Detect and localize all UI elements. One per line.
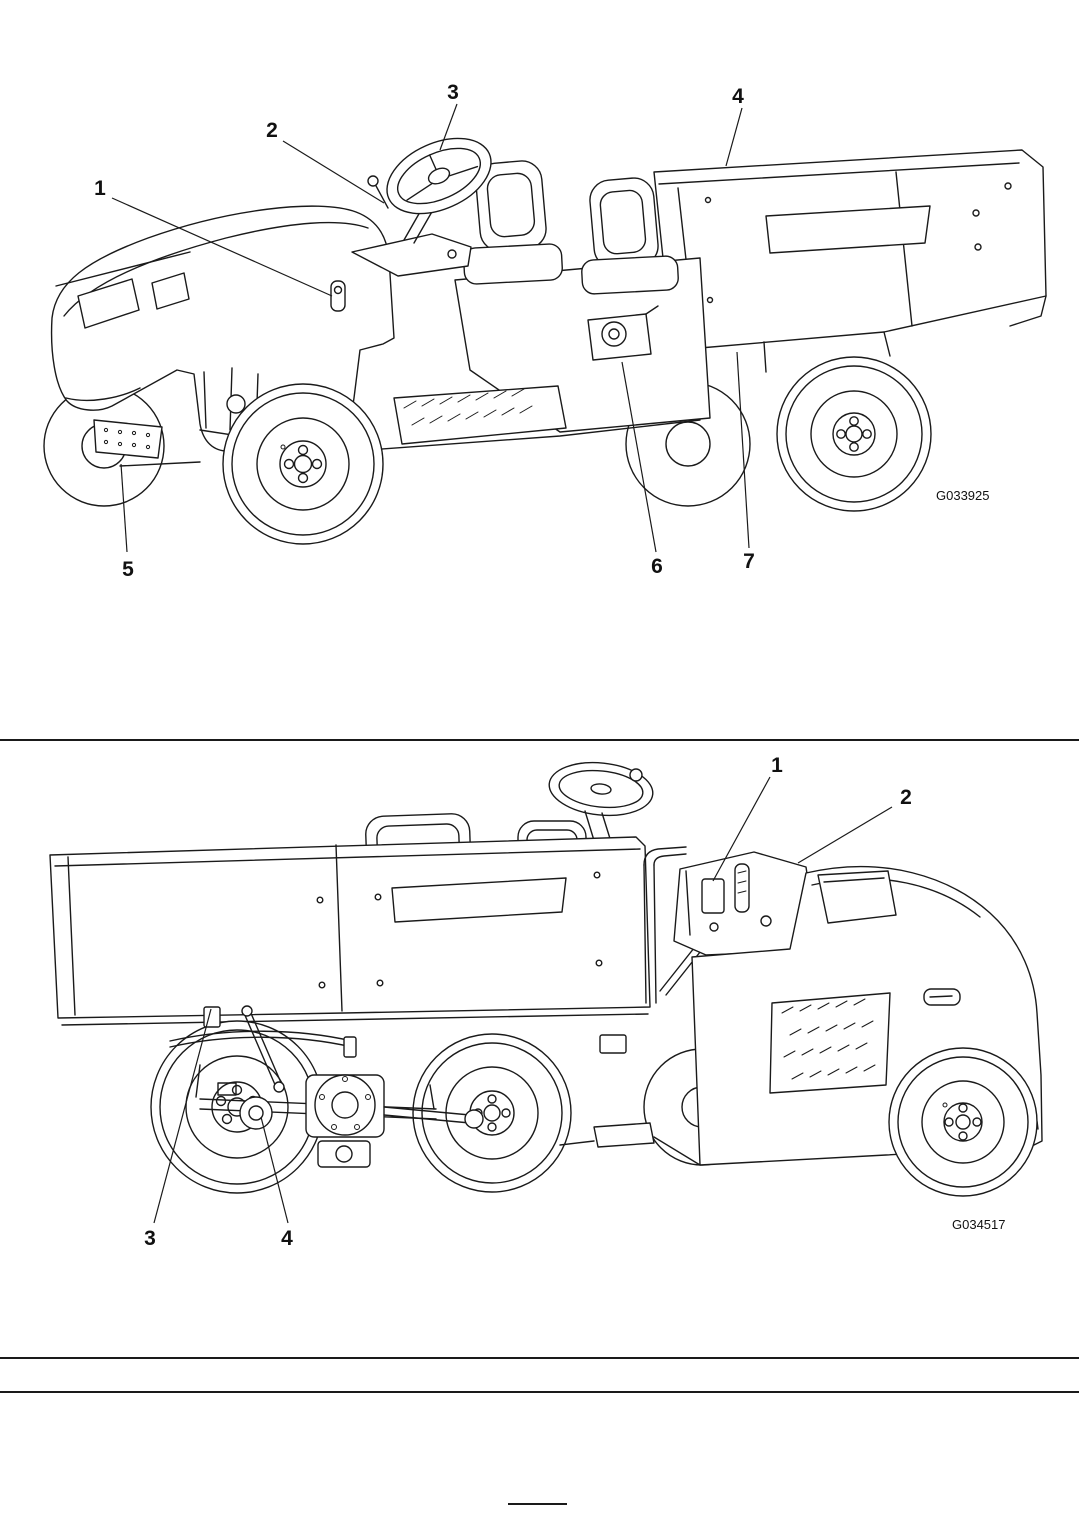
control-lever (374, 183, 389, 209)
steering-wheel (386, 137, 492, 215)
figure-front-left-vehicle: 1 2 3 4 5 6 7 G033925 (43, 81, 1047, 581)
callout-4-label: 4 (281, 1227, 293, 1250)
dash-gauge (701, 878, 725, 914)
callout-2-label: 2 (900, 786, 912, 809)
leader-line-7 (736, 351, 750, 549)
rear-wheel (150, 1020, 324, 1194)
callout-1-label: 1 (94, 177, 106, 200)
diamond-plate-panel (769, 992, 891, 1094)
dash-control-panel (734, 863, 750, 913)
headlight-right (151, 272, 190, 310)
gearbox (317, 1140, 371, 1168)
passenger-seat (463, 160, 563, 285)
leader-line-4 (725, 107, 743, 167)
leader-line-6 (621, 361, 657, 553)
cargo-bed (653, 149, 1047, 373)
callout-3-label: 3 (144, 1227, 156, 1250)
figure-code: G033925 (936, 488, 990, 503)
headlight-left (77, 278, 140, 329)
steering-knob (629, 768, 643, 782)
rear-wheel (776, 356, 932, 512)
callout-3-label: 3 (447, 81, 459, 104)
leaf-spring (169, 1030, 353, 1048)
cargo-bed (49, 836, 651, 1054)
section-divider-bottom-2 (0, 1391, 1079, 1393)
hood-side-vent (817, 870, 897, 924)
body-side-panel (393, 257, 711, 445)
callout-1-label: 1 (771, 754, 783, 777)
front-skid-plate (93, 419, 163, 459)
callout-6-label: 6 (651, 555, 663, 578)
brake-drum (239, 1096, 273, 1130)
callout-labels: 1 2 3 4 G034517 (144, 754, 1005, 1250)
leader-line-4 (260, 1116, 289, 1224)
cup-holder (587, 305, 659, 361)
hood-latch (330, 280, 346, 312)
steering-wheel (548, 761, 654, 848)
dash-and-steering (351, 137, 492, 277)
floor-plate (393, 385, 567, 445)
bed-bracket (599, 1034, 627, 1054)
leader-lines (153, 776, 893, 1224)
front-wheel (222, 383, 384, 545)
callout-2-label: 2 (266, 119, 278, 142)
front-wheel (888, 1047, 1038, 1197)
leader-line-3 (153, 1008, 212, 1224)
figure-rear-left-vehicle: 1 2 3 4 G034517 (49, 754, 1043, 1250)
leader-line-1 (712, 776, 771, 882)
bed-side-slot (765, 205, 931, 254)
driveshaft (383, 1106, 471, 1124)
dash-cowl (351, 233, 472, 277)
step-plate (593, 1122, 655, 1148)
leader-line-2 (282, 140, 385, 204)
callout-7-label: 7 (743, 550, 755, 573)
callout-4-label: 4 (732, 85, 744, 108)
rear-axle-assembly (169, 1005, 484, 1168)
callout-5-label: 5 (122, 558, 134, 581)
bed-side-slot (391, 877, 567, 923)
leader-line-5 (120, 463, 128, 553)
section-divider-top (0, 739, 1079, 741)
shock-absorber (243, 1010, 283, 1088)
section-divider-bottom-1 (0, 1357, 1079, 1359)
callout-labels: 1 2 3 4 5 6 7 G033925 (94, 81, 989, 581)
leader-lines (111, 103, 750, 553)
leader-line-3 (439, 103, 458, 151)
leader-line-2 (797, 806, 893, 864)
figure-code: G034517 (952, 1217, 1006, 1232)
leader-line-1 (111, 197, 333, 297)
cowl-dash (673, 851, 813, 956)
footer-rule (508, 1503, 567, 1505)
driver-seat (581, 177, 679, 295)
